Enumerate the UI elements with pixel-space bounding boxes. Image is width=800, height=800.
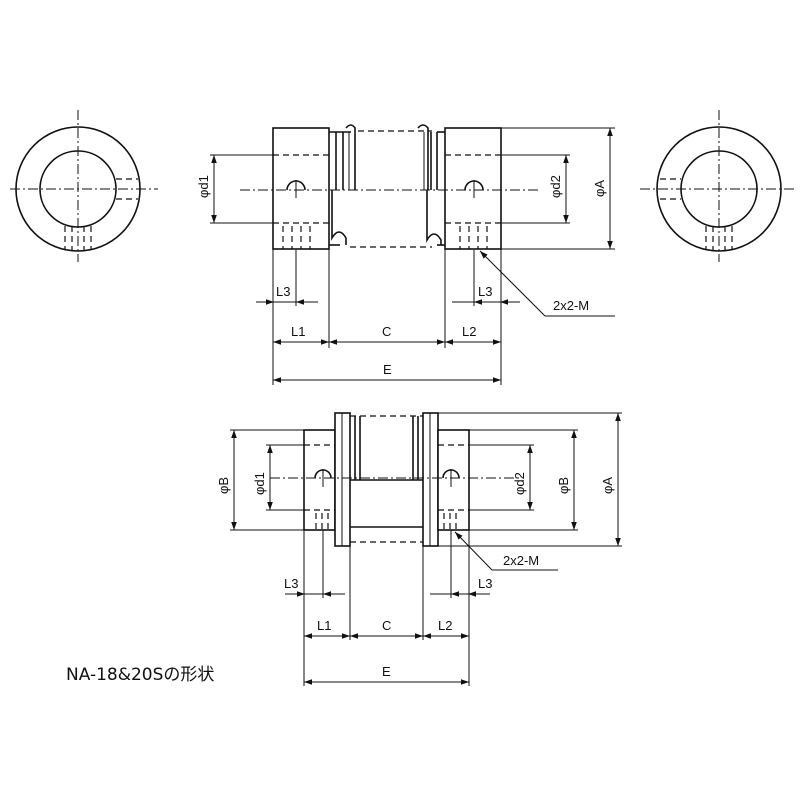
label-l3-right-top: L3 (478, 284, 492, 299)
label-c-bottom: C (382, 618, 391, 633)
label-phi-a-bottom: φA (600, 477, 615, 494)
label-l2-bottom: L2 (438, 618, 452, 633)
label-l3-left-top: L3 (276, 284, 290, 299)
label-screw-top: 2x2-M (553, 298, 589, 313)
label-phi-d2-top: φd2 (548, 175, 563, 198)
label-phi-d2-bottom: φd2 (512, 472, 527, 495)
right-end-view (640, 110, 795, 262)
label-phi-b-left: φB (216, 477, 231, 494)
label-screw-bottom: 2x2-M (503, 553, 539, 568)
label-c-top: C (382, 324, 391, 339)
label-phi-a-top: φA (592, 180, 607, 197)
label-l3-left-bottom: L3 (284, 576, 298, 591)
label-l3-right-bottom: L3 (478, 576, 492, 591)
top-front-view (210, 124, 615, 385)
label-phi-b-right: φB (556, 477, 571, 494)
label-phi-d1-top: φd1 (196, 175, 211, 198)
bottom-front-view (230, 412, 622, 686)
label-e-top: E (383, 362, 392, 377)
label-l1-bottom: L1 (317, 618, 331, 633)
label-l1-top: L1 (291, 324, 305, 339)
left-end-view (10, 110, 158, 262)
label-l2-top: L2 (462, 324, 476, 339)
label-phi-d1-bottom: φd1 (252, 472, 267, 495)
drawing-caption: NA-18&20Sの形状 (66, 665, 214, 685)
label-e-bottom: E (382, 664, 391, 679)
